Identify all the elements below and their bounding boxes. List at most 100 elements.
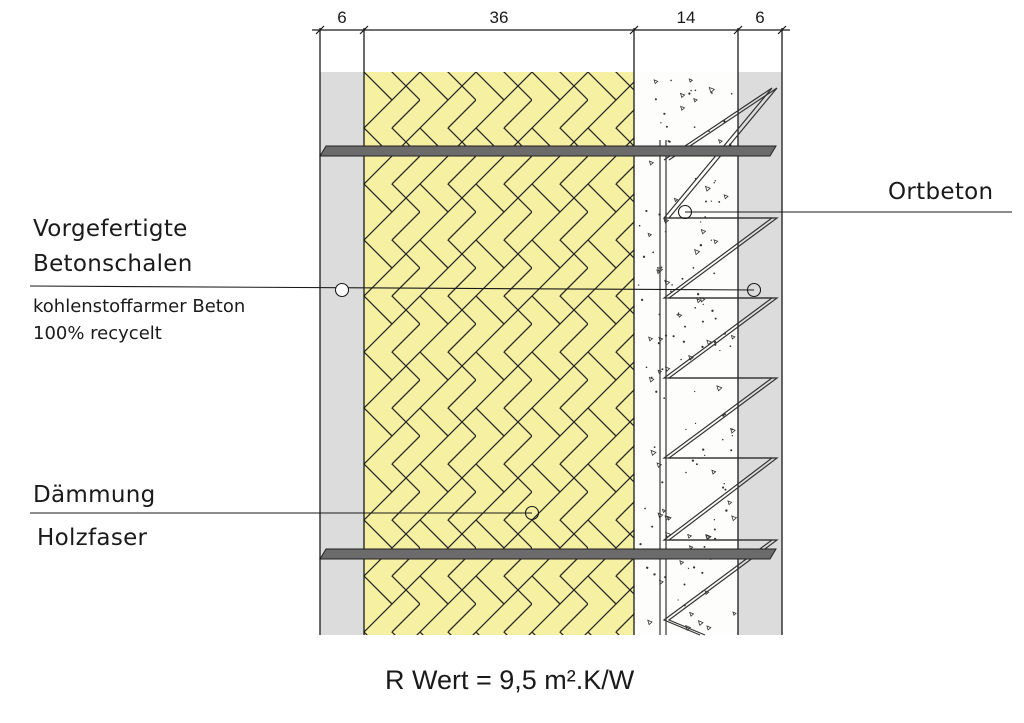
aggregate-dot — [710, 239, 712, 241]
aggregate-chip — [731, 515, 738, 522]
aggregate-dot — [683, 583, 686, 586]
aggregate-dot — [645, 209, 648, 213]
aggregate-dot — [695, 463, 698, 466]
aggregate-dot — [653, 573, 656, 576]
aggregate-dot — [691, 459, 695, 462]
aggregate-dot — [677, 312, 680, 314]
precast-shell-outer — [320, 72, 364, 635]
aggregate-dot — [690, 89, 692, 92]
aggregate-chip — [666, 515, 672, 521]
insulation-hatch — [364, 72, 634, 635]
aggregate-chip — [687, 533, 693, 539]
aggregate-dot — [692, 566, 696, 569]
aggregate-dot — [718, 200, 721, 203]
aggregate-dot — [652, 251, 655, 254]
aggregate-dot — [699, 244, 703, 247]
aggregate-chip — [661, 508, 667, 514]
aggregate-dot — [681, 277, 684, 280]
concrete-aggregate — [637, 78, 738, 632]
label-insulation-sub: Holzfaser — [37, 525, 148, 551]
aggregate-dot — [655, 390, 658, 393]
dimension-insulation: 36 — [489, 8, 509, 27]
label-cast-in-place: Ortbeton — [888, 179, 994, 205]
aggregate-dot — [638, 224, 641, 227]
aggregate-dot — [688, 92, 691, 95]
aggregate-dot — [711, 92, 713, 94]
aggregate-dot — [642, 255, 646, 258]
aggregate-dot — [722, 438, 724, 441]
aggregate-chip — [680, 105, 686, 111]
aggregate-chip — [679, 92, 686, 99]
aggregate-dot — [703, 545, 706, 548]
aggregate-dot — [694, 306, 697, 309]
aggregate-dot — [699, 221, 702, 223]
aggregate-dot — [671, 284, 673, 286]
aggregate-chip — [693, 97, 698, 103]
aggregate-dot — [705, 200, 707, 203]
aggregate-chip — [688, 78, 694, 83]
aggregate-dot — [693, 126, 696, 128]
aggregate-chip — [648, 160, 655, 166]
aggregate-chip — [732, 611, 737, 616]
aggregate-dot — [639, 542, 642, 546]
aggregate-dot — [692, 267, 695, 269]
aggregate-dot — [663, 112, 666, 115]
aggregate-dot — [694, 422, 697, 425]
aggregate-dot — [682, 340, 686, 343]
dimension-inner-shell: 6 — [755, 8, 765, 27]
aggregate-dot — [713, 181, 715, 184]
aggregate-dot — [654, 98, 657, 101]
aggregate-dot — [645, 366, 648, 369]
aggregate-dot — [687, 567, 690, 570]
connector-bar-bottom — [319, 548, 777, 560]
aggregate-dot — [672, 335, 675, 338]
connector-bar-top — [319, 145, 777, 157]
aggregate-dot — [668, 140, 671, 143]
aggregate-dot — [719, 349, 721, 352]
aggregate-dot — [724, 488, 727, 491]
aggregate-dot — [702, 303, 704, 306]
aggregate-dot — [711, 309, 714, 312]
aggregate-chip — [716, 385, 723, 392]
aggregate-chip — [727, 500, 733, 506]
aggregate-chip — [647, 232, 653, 238]
aggregate-dot — [660, 266, 663, 269]
label-precast-sub2: 100% recycelt — [33, 323, 162, 344]
aggregate-dot — [694, 89, 697, 92]
aggregate-dot — [637, 284, 640, 286]
aggregate-chip — [708, 86, 716, 94]
label-precast-sub1: kohlenstoffarmer Beton — [33, 296, 246, 317]
aggregate-dot — [701, 345, 704, 349]
aggregate-chip — [713, 239, 719, 245]
aggregate-dot — [710, 200, 713, 202]
aggregate-chip — [647, 619, 653, 626]
leaders — [29, 204, 1012, 521]
aggregate-dot — [725, 509, 728, 512]
aggregate-dot — [713, 272, 716, 275]
aggregate-dot — [660, 122, 662, 124]
aggregate-chip — [677, 313, 683, 318]
dimension-outer-shell: 6 — [337, 8, 347, 27]
aggregate-dot — [696, 293, 700, 296]
aggregate-dot — [713, 528, 716, 531]
aggregate-dot — [713, 518, 716, 521]
aggregate-chip — [673, 197, 679, 203]
aggregate-chip — [650, 449, 657, 457]
aggregate-chip — [653, 79, 659, 85]
aggregate-chip — [723, 194, 729, 200]
label-precast-line2: Betonschalen — [33, 251, 193, 277]
aggregate-dot — [731, 435, 733, 437]
aggregate-dot — [650, 376, 653, 379]
aggregate-dot — [714, 537, 717, 540]
aggregate-dot — [684, 325, 686, 328]
aggregate-chip — [706, 625, 712, 631]
aggregate-dot — [653, 446, 656, 448]
aggregate-chip — [705, 533, 712, 541]
aggregate-dot — [651, 525, 654, 528]
aggregate-dot — [685, 471, 687, 474]
aggregate-chip — [704, 185, 711, 192]
aggregate-dot — [701, 571, 704, 574]
aggregate-dot — [729, 345, 732, 348]
concrete-core — [634, 72, 738, 635]
